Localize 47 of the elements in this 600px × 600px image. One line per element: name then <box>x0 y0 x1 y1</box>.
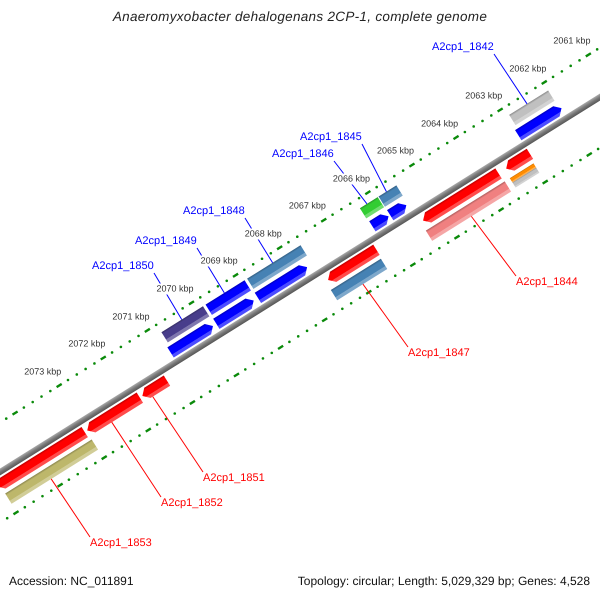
gene-label: A2cp1_1850 <box>92 260 154 273</box>
scale-label: 2063 kbp <box>464 90 504 102</box>
gene-block-pointed <box>369 214 389 232</box>
gene-block-pointed <box>87 392 143 432</box>
gene-block <box>5 439 98 504</box>
gene-block <box>426 181 512 241</box>
leader-line <box>362 284 408 348</box>
leader-line <box>362 144 387 192</box>
gene-block <box>378 185 403 207</box>
gene-block-pointed <box>213 298 254 329</box>
gene-block-pointed <box>167 324 213 358</box>
genome-summary: Topology: circular; Length: 5,029,329 bp; Genes: 4,528 <box>298 574 590 588</box>
scale-label: 2065 kbp <box>376 146 416 157</box>
gene-label: A2cp1_1846 <box>272 148 334 161</box>
gene-label: A2cp1_1845 <box>300 131 362 144</box>
leader-line <box>470 216 516 276</box>
scale-label: 2061 kbp <box>552 35 592 46</box>
gene-label: A2cp1_1851 <box>203 472 265 485</box>
gene-block <box>330 258 388 300</box>
scale-label: 2064 kbp <box>420 118 460 130</box>
leader-line <box>152 396 204 472</box>
gene-block-pointed <box>142 376 170 398</box>
gene-label: A2cp1_1844 <box>516 276 578 289</box>
gene-label: A2cp1_1849 <box>135 235 197 248</box>
scale-label: 2067 kbp <box>288 200 327 212</box>
leader-line <box>50 478 90 538</box>
scale-label: 2071 kbp <box>111 311 150 322</box>
gene-label: A2cp1_1847 <box>408 347 470 360</box>
gene-label: A2cp1_1842 <box>432 41 494 54</box>
gene-block-pointed <box>387 203 406 220</box>
scale-label: 2073 kbp <box>23 366 62 378</box>
leader-line <box>494 54 528 104</box>
scale-label: 2069 kbp <box>200 256 239 267</box>
gene-label: A2cp1_1853 <box>90 537 152 550</box>
scale-label: 2062 kbp <box>508 63 548 74</box>
gene-block-pointed <box>254 265 308 303</box>
scale-label: 2066 kbp <box>332 173 371 184</box>
gene-block <box>512 168 540 188</box>
accession-text: Accession: NC_011891 <box>9 574 134 588</box>
gene-block-pointed <box>515 106 562 140</box>
scale-label: 2070 kbp <box>156 283 195 294</box>
scale-label: 2072 kbp <box>67 338 106 350</box>
scale-label: 2068 kbp <box>244 228 283 240</box>
leader-line <box>111 422 162 498</box>
gene-label: A2cp1_1852 <box>161 497 223 510</box>
diagram-title: Anaeromyxobacter dehalogenans 2CP-1, complete genome <box>112 9 488 24</box>
gene-label: A2cp1_1848 <box>183 205 245 218</box>
